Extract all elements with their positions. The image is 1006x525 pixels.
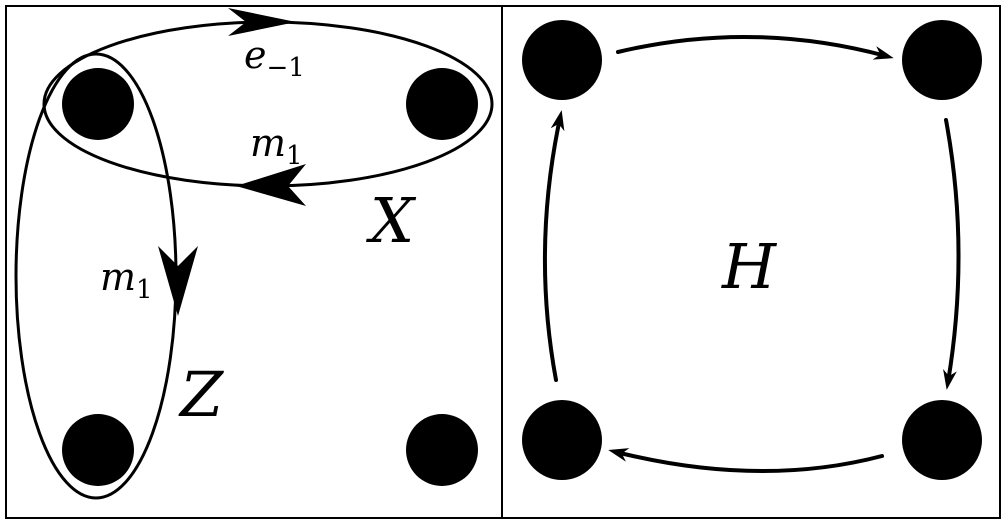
right-dot-top-left [522,20,602,100]
right-panel-frame [501,5,1001,519]
arrow-left [542,110,565,382]
arrow-top [616,34,894,60]
label-e-minus-1: e−1 [244,33,305,83]
right-dot-bottom-left [522,400,602,480]
right-dot-bottom-right [902,400,982,480]
label-H: H [721,230,778,303]
label-X: X [366,184,417,257]
right-panel: H [501,5,1001,519]
label-Z: Z [178,358,224,431]
left-dot-bottom-left [62,414,134,486]
z-loop-arrowhead [158,246,198,316]
left-dot-top-left [62,68,134,140]
x-loop-arrowhead-top [228,8,296,36]
arrow-bottom [608,448,884,474]
left-dot-top-right [406,68,478,140]
label-m1-top: m1 [250,121,303,171]
right-dot-top-right [902,20,982,100]
label-m1-left: m1 [100,255,153,305]
left-dot-bottom-right [406,414,478,486]
arrow-right [943,118,961,390]
x-loop-arrowhead-bottom [236,164,306,206]
left-panel: e−1 m1 m1 X Z [5,5,503,519]
